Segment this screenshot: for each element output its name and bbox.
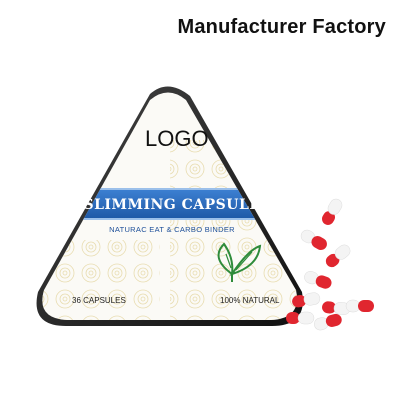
triangle-tin [36,86,303,327]
logo-text: LOGO [145,126,209,151]
product-name: SLIMMING CAPSULE [83,197,260,213]
capsule [304,271,332,289]
capsule-pile [286,198,374,331]
headline-title: Manufacturer Factory [177,16,386,38]
leaf-icon [217,242,262,282]
capsule [322,198,343,225]
capsule [292,292,321,308]
product-tagline: NATURAC EAT & CARBO BINDER [109,225,235,234]
capsule [325,244,351,268]
capsule [314,313,342,331]
capsule [345,299,374,313]
capsule [300,229,327,250]
capsule-count: 36 CAPSULES [72,296,126,305]
natural-claim: 100% NATURAL [220,296,280,305]
capsule [286,311,315,325]
